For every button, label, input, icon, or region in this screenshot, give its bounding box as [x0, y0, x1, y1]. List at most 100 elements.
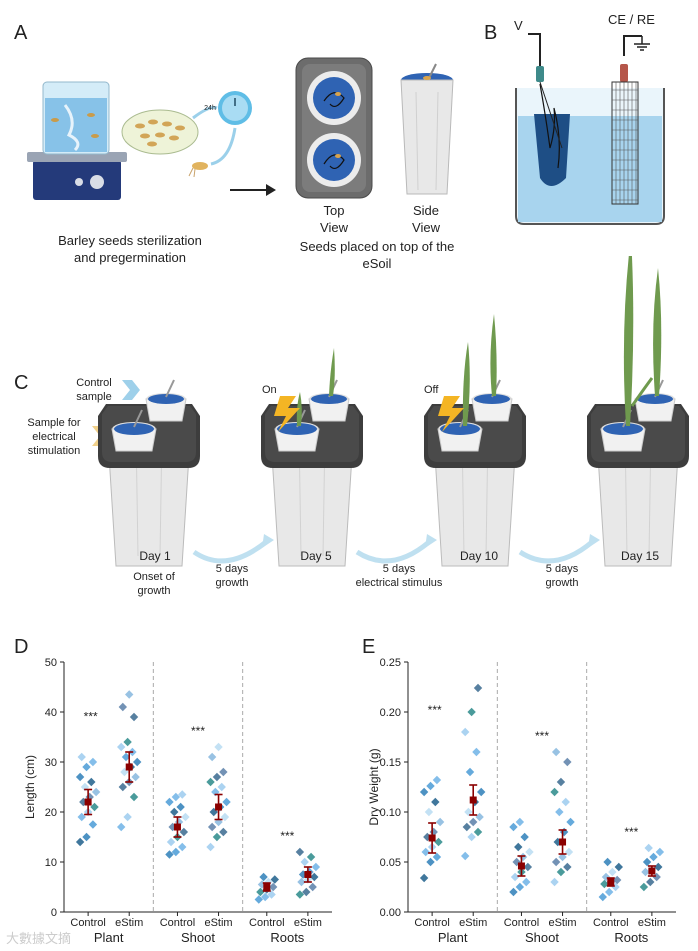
panel-label-a: A: [14, 22, 28, 44]
mean-marker: [559, 838, 567, 846]
data-point: [603, 857, 612, 867]
onset-label: Onset of growth: [124, 570, 184, 598]
data-point: [525, 847, 534, 857]
growth-stages-illustration: [97, 256, 690, 567]
right-arrow-icon: [230, 184, 276, 196]
data-point: [79, 797, 88, 807]
y-tick-label: 50: [45, 657, 57, 669]
data-point: [77, 752, 86, 762]
data-point: [523, 862, 533, 872]
esoil-side-view: [400, 63, 454, 195]
panel-label-c: C: [14, 372, 29, 394]
data-point: [655, 847, 665, 857]
side-view-label: Side View: [399, 202, 453, 236]
day-5-label: Day 5: [300, 549, 332, 563]
data-point: [550, 787, 559, 797]
data-point: [80, 782, 90, 792]
stim-sample-label: Sample for electrical stimulation: [18, 416, 90, 458]
data-point: [133, 757, 142, 767]
mean-marker: [173, 823, 181, 831]
data-point: [181, 812, 190, 822]
data-point: [217, 782, 226, 792]
data-point: [165, 797, 174, 807]
data-point: [435, 817, 445, 827]
x-tick-label: Control: [504, 917, 539, 929]
lightning-icon: [274, 396, 300, 432]
data-point: [522, 877, 531, 887]
data-point: [600, 879, 609, 889]
chevron-right-icon: [122, 380, 140, 400]
data-point: [179, 827, 189, 837]
label-line: 5 days: [215, 563, 249, 575]
data-point: [222, 797, 231, 807]
caption-seeds-placed: Seeds placed on top of the eSoil: [282, 238, 472, 272]
x-tick-label: Control: [249, 917, 284, 929]
timer-label: 24h: [204, 105, 216, 112]
y-tick-label: 0.10: [380, 807, 401, 819]
data-point: [270, 875, 279, 884]
arrow-label-1: 5 days growth: [202, 562, 262, 590]
mean-marker: [607, 878, 615, 886]
on-label: On: [262, 384, 277, 396]
data-point: [88, 757, 98, 767]
group-label: Shoot: [181, 930, 215, 945]
label-line: 5 days: [382, 563, 416, 575]
label-line: growth: [215, 577, 249, 589]
data-point: [611, 882, 620, 892]
esoil-top-view: [295, 57, 373, 199]
y-axis-label: Dry Weight (g): [367, 748, 381, 825]
y-tick-label: 40: [45, 707, 57, 719]
group-label: Shoot: [525, 930, 559, 945]
data-point: [559, 827, 569, 837]
significance-marker: ***: [428, 703, 442, 717]
data-point: [220, 812, 230, 822]
data-point: [515, 817, 525, 827]
data-point: [639, 882, 649, 892]
significance-marker: ***: [624, 825, 638, 839]
data-point: [171, 792, 181, 802]
data-point: [308, 882, 317, 892]
counter-electrode-mesh: [611, 81, 639, 205]
data-point: [129, 792, 139, 802]
x-tick-label: eStim: [115, 917, 143, 929]
data-point: [176, 802, 185, 812]
y-axis-label: Length (cm): [23, 755, 37, 819]
data-point: [551, 747, 561, 757]
off-label: Off: [424, 384, 439, 396]
data-point: [77, 812, 86, 822]
data-point: [563, 862, 572, 872]
x-tick-label: eStim: [204, 917, 232, 929]
data-point: [87, 777, 96, 787]
data-point: [295, 847, 305, 857]
x-tick-label: eStim: [459, 917, 487, 929]
data-point: [91, 787, 101, 797]
data-point: [426, 857, 435, 867]
data-point: [219, 827, 228, 837]
group-label: Plant: [438, 930, 468, 945]
data-point: [170, 807, 179, 817]
data-point: [564, 847, 574, 857]
label-line: growth: [137, 585, 171, 597]
mean-marker: [215, 803, 223, 811]
data-point: [462, 822, 472, 832]
control-sample-label: Control sample: [64, 376, 124, 404]
data-point: [509, 887, 518, 897]
data-point: [473, 827, 483, 837]
ground-icon: [634, 36, 650, 51]
data-point: [509, 822, 518, 832]
data-point: [90, 802, 99, 812]
y-tick-label: 0.00: [380, 907, 401, 919]
data-point: [550, 877, 559, 887]
label-line: growth: [545, 577, 579, 589]
caption-line: eSoil: [362, 256, 392, 271]
data-point: [257, 880, 267, 889]
data-point: [512, 857, 521, 867]
panel-label-e: E: [362, 636, 376, 658]
mean-marker: [125, 763, 133, 771]
data-point: [555, 807, 564, 817]
data-point: [118, 702, 128, 712]
data-point: [598, 892, 607, 902]
data-point: [171, 847, 181, 857]
data-point: [125, 690, 134, 699]
